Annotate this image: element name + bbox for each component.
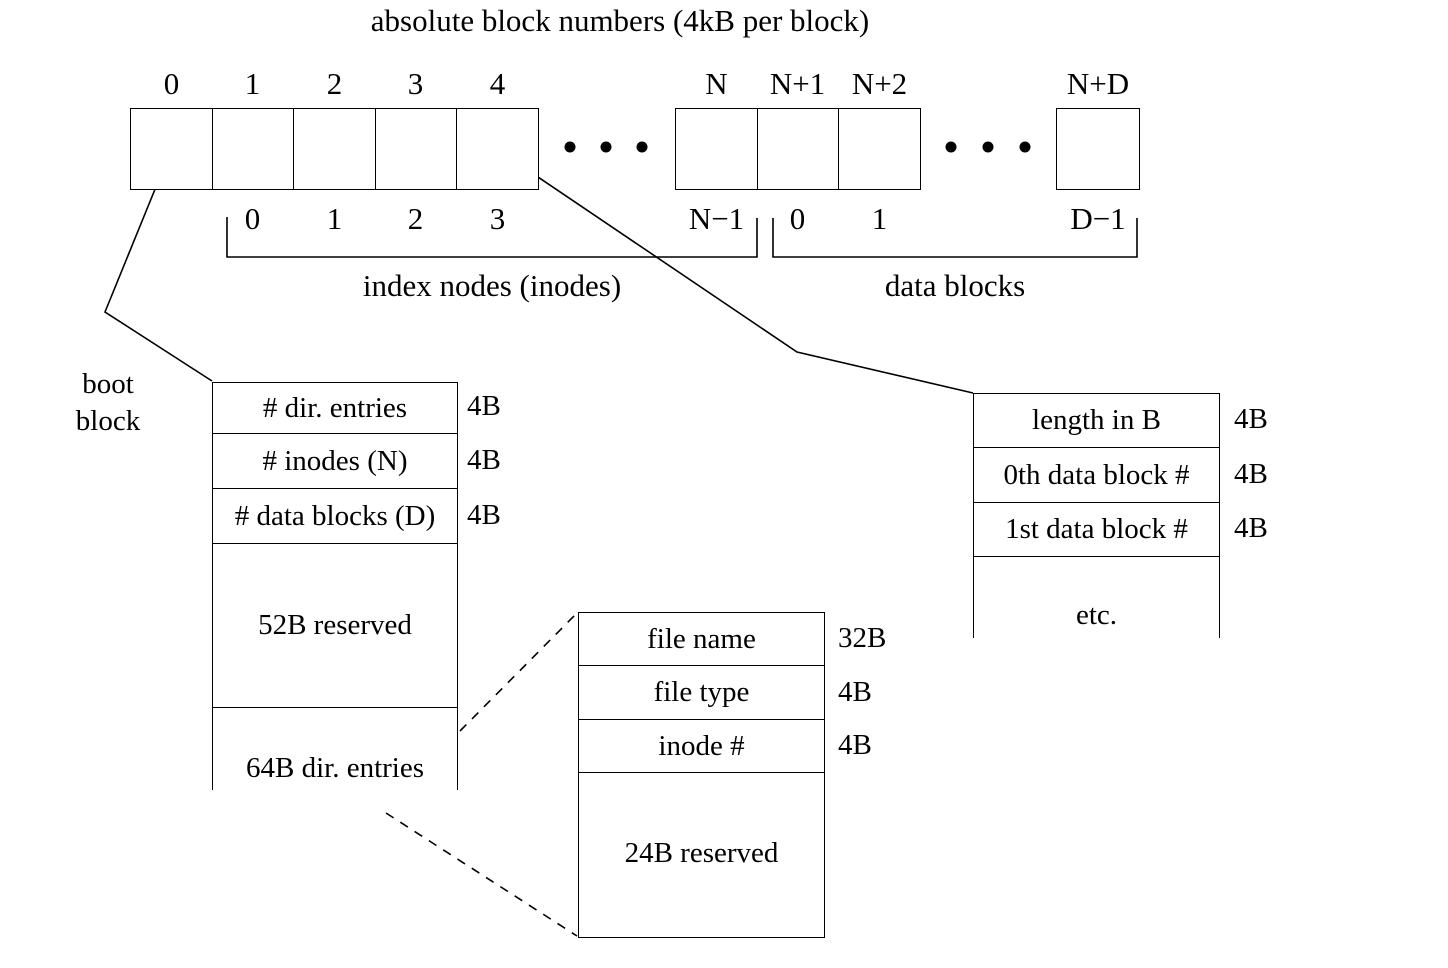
table-row: 1st data block # (974, 503, 1219, 557)
table-row: inode # (579, 720, 824, 773)
relative-index-label: D−1 (1070, 201, 1126, 236)
block-number-label: N+D (1066, 66, 1130, 101)
row-label: 0th data block # (1003, 458, 1190, 491)
relative-index-label: 2 (407, 201, 424, 236)
row-label: file type (653, 676, 750, 708)
superblock-table: # dir. entries # inodes (N) # data block… (212, 382, 458, 790)
row-label: # inodes (N) (262, 444, 408, 477)
table-row: 24B reserved (579, 773, 824, 934)
disk-block-n2 (838, 108, 921, 190)
table-row: # dir. entries (213, 383, 457, 434)
disk-block-1 (211, 108, 295, 190)
disk-block-n1 (756, 108, 840, 190)
table-row: file type (579, 666, 824, 720)
inode-table: length in B 0th data block # 1st data bl… (973, 393, 1220, 638)
row-size-label: 4B (467, 444, 501, 476)
boot-block-label-line2: block (75, 405, 141, 437)
dir-entry-dashed-line-bottom (385, 812, 578, 937)
table-row: 64B dir. entries (213, 708, 457, 789)
disk-block-0 (130, 108, 213, 190)
row-size-label: 4B (1234, 403, 1268, 435)
ellipsis-icon (564, 141, 648, 153)
relative-index-label: 0 (789, 201, 806, 236)
block-number-label: 4 (489, 66, 506, 101)
row-label: 1st data block # (1005, 513, 1188, 545)
row-size-label: 4B (838, 729, 872, 761)
disk-block-nd (1056, 108, 1140, 190)
row-label: 24B reserved (624, 837, 779, 869)
directory-entry-table: file name file type inode # 24B reserved (578, 612, 825, 938)
boot-block-label: boot block (52, 366, 164, 440)
row-size-label: 4B (838, 676, 872, 708)
table-row: # data blocks (D) (213, 489, 457, 544)
row-size-label: 4B (467, 499, 501, 531)
table-row: # inodes (N) (213, 434, 457, 489)
row-size-label: 4B (1234, 458, 1268, 490)
row-label: etc. (1075, 599, 1118, 631)
relative-index-label: 3 (489, 201, 506, 236)
block-number-label: 1 (244, 66, 261, 101)
row-size-label: 4B (467, 390, 501, 422)
block-number-label: 0 (163, 66, 180, 101)
row-label: file name (647, 622, 756, 655)
table-row: etc. (974, 557, 1219, 636)
row-label: 52B reserved (258, 609, 412, 641)
ellipsis-icon (945, 141, 1031, 153)
disk-block-n (675, 108, 758, 190)
inodes-group-label: index nodes (inodes) (362, 268, 622, 303)
table-row: 0th data block # (974, 448, 1219, 503)
row-label: # dir. entries (262, 391, 408, 424)
row-size-label: 4B (1234, 512, 1268, 544)
row-size-label: 32B (838, 622, 887, 654)
block-number-label: N+2 (851, 66, 908, 101)
relative-index-label: 1 (326, 201, 343, 236)
block-number-label: 3 (407, 66, 424, 101)
relative-index-label: 1 (871, 201, 888, 236)
data-blocks-group-label: data blocks (884, 268, 1026, 303)
disk-block-3 (374, 108, 458, 190)
row-label: 64B dir. entries (245, 752, 424, 784)
table-row: 52B reserved (213, 544, 457, 708)
row-label: # data blocks (D) (234, 499, 436, 532)
block-number-label: N (705, 66, 728, 101)
disk-block-2 (293, 108, 376, 190)
table-row: length in B (974, 394, 1219, 448)
disk-block-4 (456, 108, 539, 190)
dir-entry-dashed-line-top (459, 612, 578, 732)
block-number-label: 2 (326, 66, 343, 101)
relative-index-label: N−1 (688, 201, 745, 236)
relative-index-label: 0 (244, 201, 261, 236)
diagram-title: absolute block numbers (4kB per block) (370, 3, 870, 38)
table-row: file name (579, 613, 824, 666)
row-label: length in B (1032, 404, 1161, 436)
block-number-label: N+1 (769, 66, 826, 101)
row-label: inode # (658, 729, 745, 762)
boot-block-label-line1: boot (82, 368, 134, 400)
